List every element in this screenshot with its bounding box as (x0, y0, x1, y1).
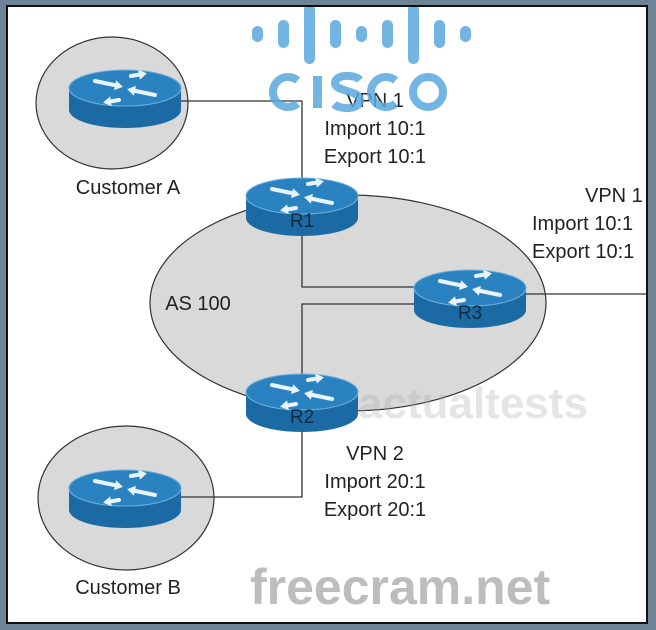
r2-vpn-import: Import 20:1 (324, 471, 425, 493)
router-arrows-icon (270, 177, 334, 215)
r1-vpn-export: Export 10:1 (324, 146, 426, 168)
logo-bar (356, 26, 367, 42)
logo-bar (460, 26, 471, 42)
customer-a-router (68, 69, 182, 128)
r3-vpn-import: Import 10:1 (532, 213, 633, 235)
router-top (68, 69, 182, 107)
r1-vpn-import: Import 10:1 (324, 118, 425, 140)
logo-bar (434, 20, 445, 48)
router-label: R3 (458, 303, 482, 324)
logo-bar (304, 7, 315, 64)
r3-vpn-name: VPN 1 (585, 185, 643, 207)
router-top (245, 373, 359, 411)
router-label: R2 (290, 407, 314, 428)
logo-bar (252, 26, 263, 42)
link-r1-r3 (301, 225, 420, 288)
link-r2-r3 (301, 303, 420, 380)
logo-bar (408, 7, 419, 64)
watermark-actualtests: actualtests (358, 379, 588, 428)
watermark-freecram: freecram.net (250, 559, 550, 615)
link-r2-customer-b (180, 420, 303, 498)
r2-vpn-name: VPN 2 (346, 443, 404, 465)
router-arrows-icon (93, 69, 157, 107)
router-top (68, 469, 182, 507)
r2-vpn-export: Export 20:1 (324, 499, 426, 521)
router-arrows-icon (438, 269, 502, 307)
logo-wordmark (268, 71, 447, 113)
router-top (413, 269, 527, 307)
logo-bar (330, 20, 341, 48)
as-label: AS 100 (165, 293, 231, 315)
cisco-logo (252, 7, 471, 113)
router-r3: R3 (413, 269, 527, 328)
customer-b-label: Customer B (75, 577, 181, 599)
router-label: R1 (290, 211, 314, 232)
r3-vpn-export: Export 10:1 (532, 241, 634, 263)
router-top (245, 177, 359, 215)
router-r2: R2 (245, 373, 359, 432)
logo-bar (278, 20, 289, 48)
router-arrows-icon (93, 469, 157, 507)
router-r1: R1 (245, 177, 359, 236)
link-customer-a-r1 (180, 100, 303, 190)
logo-bar (382, 20, 393, 48)
customer-b-router (68, 469, 182, 528)
customer-a-label: Customer A (76, 177, 181, 199)
router-arrows-icon (270, 373, 334, 411)
